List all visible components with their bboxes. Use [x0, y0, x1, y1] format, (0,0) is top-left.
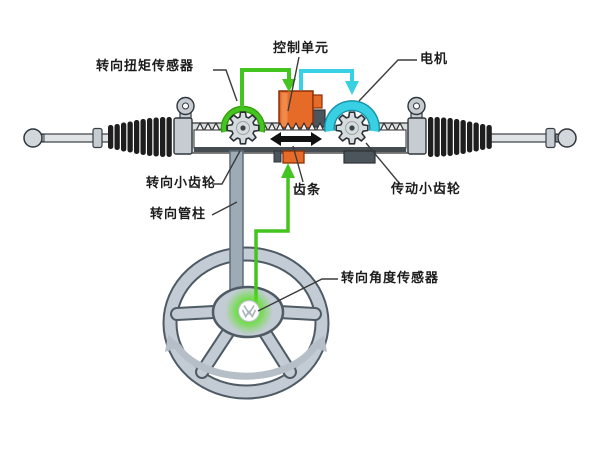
leader-rack: [292, 145, 304, 183]
tie-rod-left: [23, 127, 113, 149]
rotation-arrow-icon: [165, 335, 327, 380]
label-steering-column: 转向管柱: [150, 207, 207, 222]
steering-pinion-gear: [226, 111, 260, 145]
motor-bracket: [343, 150, 376, 164]
mount-clamp-left: [173, 96, 195, 155]
label-rack: 齿条: [293, 183, 322, 198]
label-steering-angle-sensor: 转向角度传感器: [341, 271, 440, 286]
bellows-right: [428, 117, 492, 157]
tie-rod-right: [487, 127, 577, 149]
rod-collar-right: [545, 127, 556, 149]
signal-arrow-up-icon: [281, 163, 295, 178]
label-motor: 电机: [420, 52, 449, 67]
rod-collar-left: [92, 127, 103, 149]
signal-wire-angle-to-ecu: [254, 163, 295, 305]
leader-motor: [358, 59, 417, 102]
leader-angle-sensor: [257, 278, 338, 312]
leader-torque-sensor: [213, 69, 238, 102]
signal-arrow-down-icon: [345, 81, 359, 95]
control-unit-lower-pin: [273, 150, 282, 163]
drive-pinion-gear: [335, 111, 369, 145]
ball-joint-right: [557, 128, 577, 148]
label-control-unit: 控制单元: [273, 41, 330, 56]
label-steering-torque-sensor: 转向扭矩传感器: [96, 59, 195, 74]
leader-control-unit: [287, 56, 300, 112]
signal-wire-torque-to-ecu: [240, 68, 296, 107]
label-drive-pinion: 传动小齿轮: [391, 182, 462, 197]
label-steering-pinion: 转向小齿轮: [146, 176, 217, 191]
leader-drive-pinion: [365, 142, 401, 185]
control-unit-lower-tab: [282, 150, 305, 164]
leader-steering-column: [211, 201, 238, 216]
ball-joint-left: [23, 128, 43, 148]
vw-logo-icon: [237, 299, 261, 323]
mount-clamp-right: [407, 96, 427, 155]
signal-arrow-down-icon: [282, 79, 296, 92]
signal-wire-ecu-to-motor: [299, 69, 359, 95]
leader-lines: [211, 56, 417, 312]
leader-steering-pinion: [212, 150, 241, 185]
bellows-left: [108, 117, 172, 157]
rack-travel-arrow-icon: [270, 132, 322, 146]
